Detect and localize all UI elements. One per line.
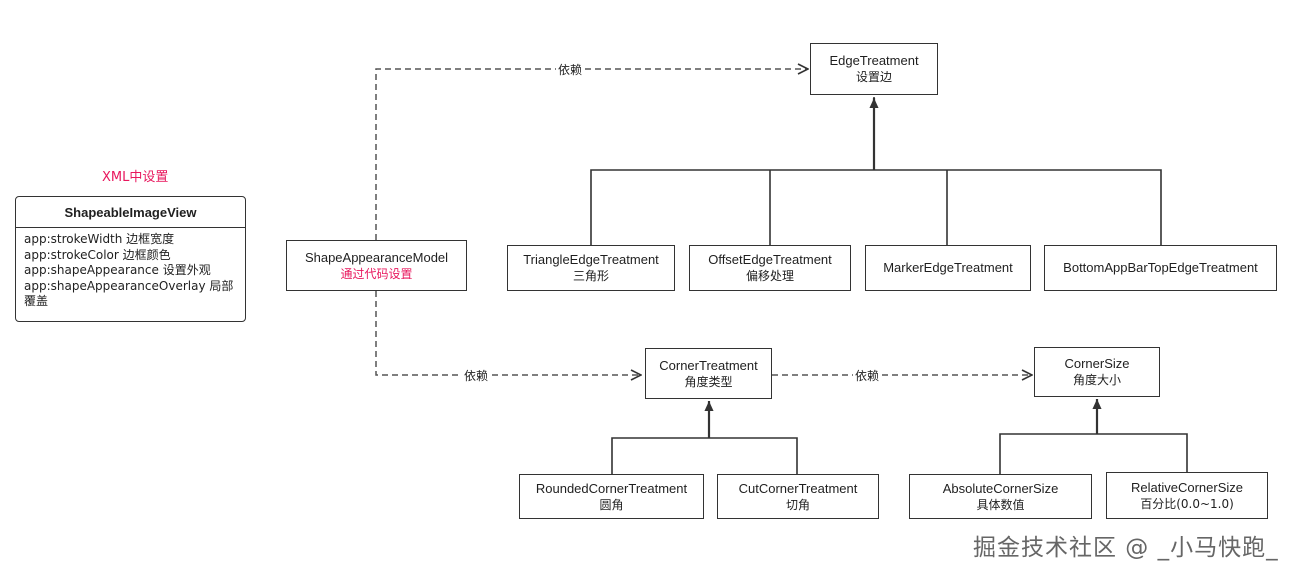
node-name: TriangleEdgeTreatment (523, 252, 659, 267)
node-desc: 通过代码设置 (340, 266, 413, 281)
node-desc: 切角 (785, 497, 810, 512)
size-inheritance-lines (999, 433, 1188, 474)
attribute-row: app:shapeAppearance 设置外观 (24, 263, 211, 277)
offset-edge-treatment-node: OffsetEdgeTreatment 偏移处理 (689, 245, 851, 291)
class-attributes: app:strokeWidth 边框宽度 app:strokeColor 边框颜… (16, 228, 245, 314)
node-desc: 偏移处理 (745, 269, 794, 283)
rounded-corner-treatment-node: RoundedCornerTreatment 圆角 (519, 474, 704, 519)
attribute-row: app:strokeColor 边框颜色 (24, 247, 171, 262)
edge-inheritance-lines (590, 97, 1162, 245)
cut-corner-treatment-node: CutCornerTreatment 切角 (717, 474, 879, 519)
xml-caption: XML中设置 (102, 170, 169, 185)
node-name: MarkerEdgeTreatment (883, 260, 1013, 275)
dependency-edge-arrow (375, 69, 808, 240)
node-desc: 百分比(0.0~1.0) (1140, 496, 1234, 511)
attribute-row: app:strokeWidth 边框宽度 (24, 232, 175, 246)
bottom-app-bar-top-edge-treatment-node: BottomAppBarTopEdgeTreatment (1044, 245, 1277, 291)
node-name: OffsetEdgeTreatment (708, 252, 832, 267)
node-name: RoundedCornerTreatment (535, 480, 688, 496)
dependency-label: 依赖 (462, 367, 491, 384)
class-title: ShapeableImageView (16, 197, 245, 228)
node-desc: 设置边 (855, 70, 892, 84)
corner-size-node: CornerSize 角度大小 (1034, 347, 1160, 397)
attribute-row: app:shapeAppearanceOverlay 局部覆盖 (24, 278, 234, 309)
dependency-label: 依赖 (556, 61, 585, 78)
absolute-corner-size-node: AbsoluteCornerSize 具体数值 (909, 474, 1092, 519)
node-name: BottomAppBarTopEdgeTreatment (1063, 260, 1258, 275)
node-name: RelativeCornerSize (1131, 479, 1243, 495)
node-desc: 具体数值 (976, 497, 1025, 512)
dependency-corner-arrow (375, 291, 641, 375)
node-name: AbsoluteCornerSize (942, 480, 1059, 496)
node-name: EdgeTreatment (829, 53, 919, 68)
relative-corner-size-node: RelativeCornerSize 百分比(0.0~1.0) (1106, 472, 1268, 519)
node-name: ShapeAppearanceModel (304, 249, 449, 265)
node-desc: 三角形 (572, 269, 609, 283)
watermark: 掘金技术社区 @ _小马快跑_ (973, 535, 1279, 561)
shape-appearance-model-node: ShapeAppearanceModel 通过代码设置 (286, 240, 467, 291)
node-name: CornerSize (1064, 356, 1130, 371)
edge-treatment-node: EdgeTreatment 设置边 (810, 43, 938, 95)
triangle-edge-treatment-node: TriangleEdgeTreatment 三角形 (507, 245, 675, 291)
node-desc: 圆角 (599, 497, 624, 512)
shapeable-image-view-class: ShapeableImageView app:strokeWidth 边框宽度 … (15, 196, 246, 322)
dependency-label: 依赖 (853, 367, 882, 384)
node-name: CornerTreatment (659, 357, 758, 373)
corner-treatment-node: CornerTreatment 角度类型 (645, 348, 772, 399)
node-desc: 角度类型 (684, 374, 733, 389)
node-desc: 角度大小 (1072, 373, 1121, 387)
node-name: CutCornerTreatment (738, 480, 858, 496)
marker-edge-treatment-node: MarkerEdgeTreatment (865, 245, 1031, 291)
corner-inheritance-lines (611, 437, 798, 474)
